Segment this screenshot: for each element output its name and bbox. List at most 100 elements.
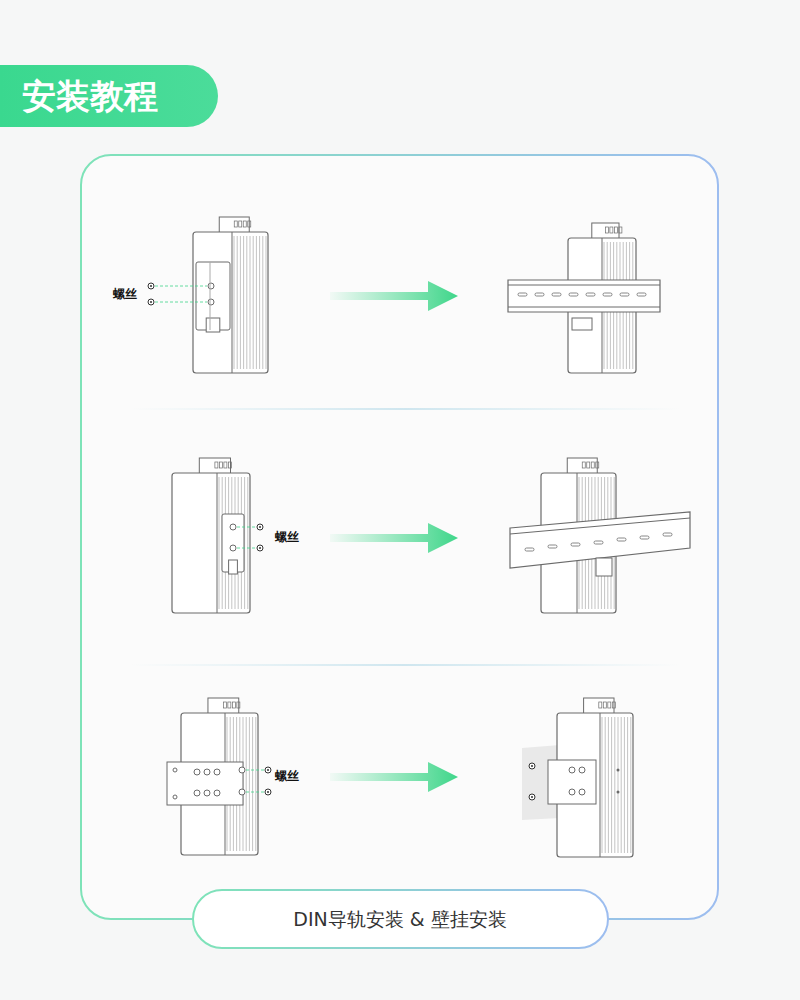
separator: [130, 664, 680, 666]
clip-latch: [229, 560, 238, 574]
terminal: [243, 221, 246, 227]
rail-slot: [569, 293, 578, 296]
rail-slot: [518, 293, 527, 296]
screw: [529, 763, 535, 769]
mount-hole: [230, 524, 236, 530]
leader-line: [246, 792, 264, 793]
screw: [265, 767, 271, 773]
screw-head: [148, 299, 154, 305]
heatsink-fin: [618, 717, 619, 853]
terminal: [219, 462, 222, 468]
rail-slot: [525, 548, 534, 551]
heatsink-fin: [602, 717, 603, 853]
terminal: [605, 227, 608, 233]
part-label: 螺丝: [275, 768, 299, 785]
terminal: [582, 462, 585, 468]
terminal: [239, 221, 242, 227]
screw-head: [529, 794, 535, 800]
terminal: [599, 702, 602, 708]
clip-latch: [572, 318, 592, 330]
title-pill: [0, 65, 218, 127]
mount-hole: [214, 769, 220, 775]
heatsink-fin: [266, 236, 267, 369]
heatsink-fin: [611, 717, 612, 853]
terminal: [224, 462, 227, 468]
edge: [600, 713, 601, 857]
mount-hole: [239, 789, 245, 795]
housing: [193, 232, 268, 373]
rail-slot: [586, 293, 595, 296]
screw-slot: [531, 765, 533, 767]
heatsink-fin: [247, 477, 248, 609]
title: 安装教程: [22, 74, 158, 118]
leader-line: [155, 302, 207, 303]
mount-hole: [230, 545, 236, 551]
leader-line: [155, 286, 207, 287]
terminal-block: [208, 698, 239, 714]
heatsink-fin: [249, 717, 250, 851]
rail-slot: [640, 536, 649, 539]
heatsink-fin: [624, 717, 625, 853]
screw: [257, 545, 263, 551]
clip-latch: [206, 318, 220, 332]
terminal: [234, 221, 237, 227]
terminal: [215, 462, 218, 468]
separator: [130, 408, 680, 410]
heatsink-fin: [259, 236, 260, 369]
screw-slot: [531, 796, 533, 798]
screw: [148, 283, 154, 289]
terminal-block: [219, 217, 249, 233]
terminal: [608, 702, 611, 708]
clip-edge: [210, 262, 211, 330]
rail-lip: [508, 285, 660, 286]
heatsink-fin: [608, 717, 609, 853]
rail-slot: [663, 533, 672, 536]
wall-bracket: [167, 762, 243, 805]
housing: [172, 473, 250, 613]
rail-lip: [510, 518, 690, 534]
bracket-hole: [173, 795, 177, 799]
terminal: [619, 227, 622, 233]
din-clip: [222, 514, 244, 574]
heatsink-fin: [256, 236, 257, 369]
rail-lip: [508, 307, 660, 308]
mount-hole: [617, 769, 620, 772]
edge: [217, 473, 218, 613]
caption-pill: [193, 890, 608, 948]
heatsink-fin: [627, 717, 628, 853]
rail-slot: [535, 293, 544, 296]
terminal: [610, 227, 613, 233]
rail-slot: [594, 541, 603, 544]
heatsink-fin: [253, 236, 254, 369]
screw: [148, 299, 154, 305]
screw-slot: [150, 285, 152, 287]
mount-hole: [579, 767, 585, 773]
heatsink-fin: [246, 717, 247, 851]
rail-slot: [617, 538, 626, 541]
heatsink-fin: [237, 236, 238, 369]
edge: [232, 232, 233, 373]
terminal: [587, 462, 590, 468]
leader-line: [237, 548, 256, 549]
heatsink-fin: [240, 236, 241, 369]
mount-hole: [208, 283, 214, 289]
terminal: [603, 702, 606, 708]
mount-hole: [569, 767, 575, 773]
terminal-block: [567, 458, 597, 474]
flow-arrow: [330, 523, 458, 553]
mount-hole: [194, 790, 200, 796]
screw: [257, 524, 263, 530]
mount-hole: [204, 769, 210, 775]
terminal: [228, 462, 231, 468]
mount-hole: [204, 790, 210, 796]
screw-slot: [259, 547, 261, 549]
screw-head: [265, 789, 271, 795]
terminal: [237, 702, 240, 708]
terminal: [228, 702, 231, 708]
heatsink-fin: [621, 717, 622, 853]
part-label: 螺丝: [275, 529, 299, 546]
terminal: [596, 462, 599, 468]
heatsink-fin: [252, 717, 253, 851]
panel: [81, 155, 718, 919]
part-label: 螺丝: [113, 286, 137, 303]
